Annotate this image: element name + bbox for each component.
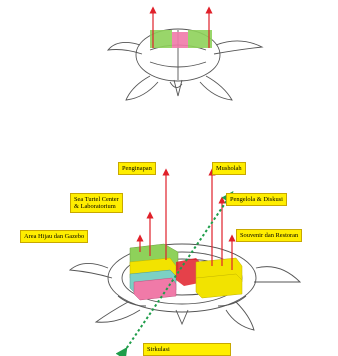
label-musholah: Musholah [212, 162, 246, 175]
top-front-right-flipper [214, 41, 262, 54]
zone-yellow-right-lower [196, 274, 242, 298]
top-rear-left-flipper [126, 76, 158, 100]
bottom-turtle-sketch [70, 244, 300, 330]
label-sea-turtle-line2: & Laboratorium [74, 203, 119, 210]
bottom-front-left-flipper [70, 263, 112, 278]
label-penginapan: Penginapan [118, 162, 156, 175]
label-sea-turtle-line1: Sea Turtel Center [74, 196, 119, 203]
label-souvenir-restoran: Souvenir dan Restoran [236, 229, 302, 242]
zone-pink [134, 278, 176, 300]
label-pengelola-diskusi: Pengelola & Diskusi [226, 193, 287, 206]
label-sea-turtle-center: Sea Turtel Center & Laboratorium [70, 193, 123, 213]
label-sirkulasi: Sirkulasi [143, 343, 231, 356]
label-area-hijau-gazebo: Area Hijau dan Gazebo [20, 230, 88, 243]
bottom-rear-right-flipper [226, 302, 254, 330]
bottom-front-right-flipper [254, 267, 300, 282]
top-zone-pink [172, 32, 188, 48]
bottom-rear-left-flipper [96, 302, 140, 322]
top-rear-right-flipper [200, 76, 232, 100]
